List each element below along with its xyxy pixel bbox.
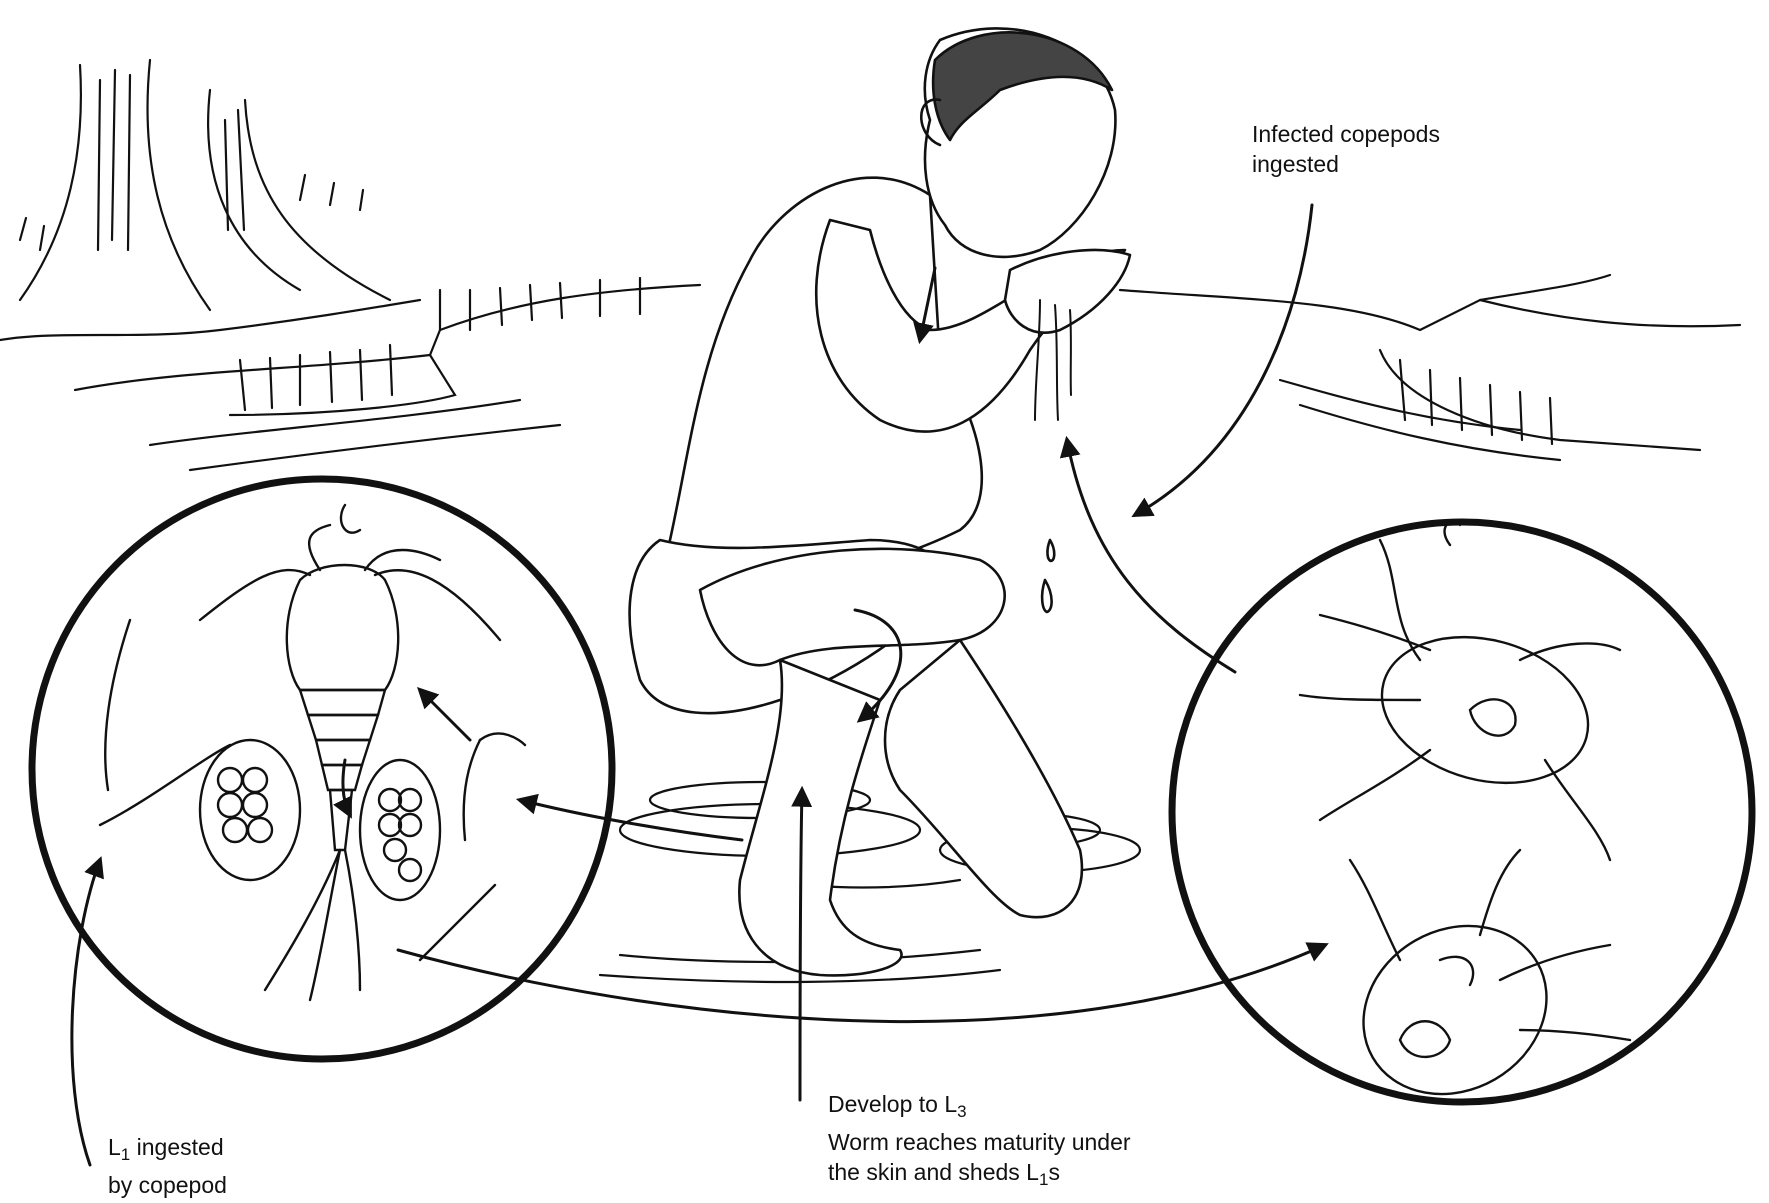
label-infected-copepods-line2: ingested bbox=[1252, 149, 1440, 179]
label-infected-copepods-line1: Infected copepods bbox=[1252, 119, 1440, 149]
label-infected-copepods: Infected copepods ingested bbox=[1252, 119, 1440, 179]
label-l1-line1: L1 ingested bbox=[108, 1132, 227, 1170]
label-l1-line2: by copepod bbox=[108, 1170, 227, 1200]
bank-left bbox=[75, 278, 700, 470]
shin-far bbox=[885, 640, 1082, 917]
arrow-copepods-ingested bbox=[1135, 205, 1312, 515]
label-l1-ingested: L1 ingested by copepod bbox=[108, 1132, 227, 1200]
tree-icon bbox=[0, 60, 420, 340]
infected-copepod-inset bbox=[1172, 521, 1752, 1127]
label-develop-maturity: Develop to L3 Worm reaches maturity unde… bbox=[828, 1089, 1131, 1195]
label-sheds-l1: the skin and sheds L1s bbox=[828, 1157, 1131, 1195]
arrow-develop-l3 bbox=[800, 790, 802, 1100]
arrow-to-hands bbox=[1067, 440, 1235, 672]
bank-right bbox=[1120, 275, 1740, 460]
copepod-inset bbox=[32, 479, 612, 1059]
label-maturity: Worm reaches maturity under bbox=[828, 1127, 1131, 1157]
label-develop-l3: Develop to L3 bbox=[828, 1089, 1131, 1127]
shin-near bbox=[739, 660, 901, 975]
hands bbox=[1005, 250, 1130, 333]
person-drinking bbox=[630, 28, 1130, 975]
